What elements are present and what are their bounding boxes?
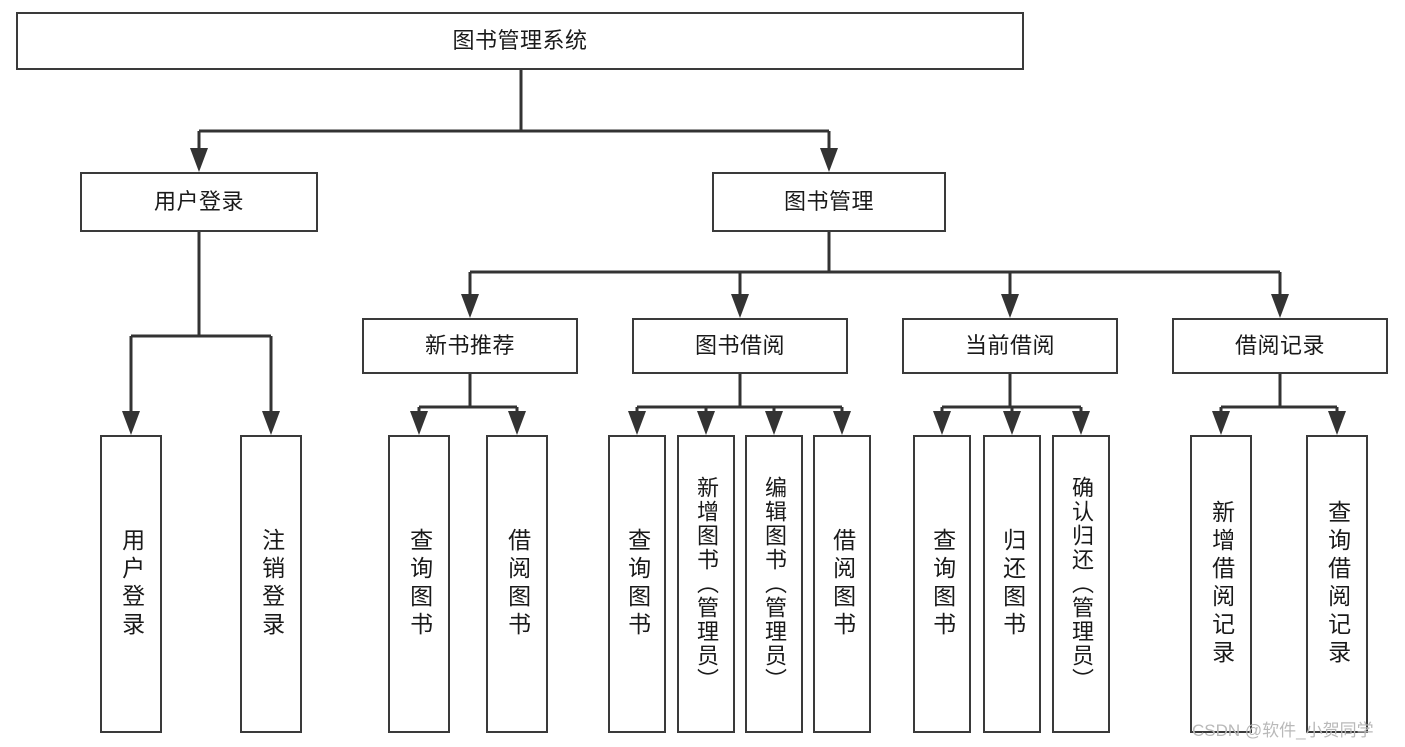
node-label: 新书推荐 [424, 333, 515, 359]
arrowhead-icon [765, 411, 783, 435]
node-leaf-borrow-book-rec[interactable]: 借阅图书 [486, 435, 548, 733]
watermark: CSDN @软件_小贺同学 [1192, 721, 1374, 740]
connector-new-book-bus [410, 374, 526, 435]
node-current-borrow[interactable]: 当前借阅 [902, 318, 1118, 374]
node-leaf-return-book[interactable]: 归还图书 [983, 435, 1041, 733]
node-label: 图书管理 [783, 189, 874, 215]
connector-root-bus [190, 70, 838, 172]
node-label: 查询图书 [624, 528, 651, 640]
arrowhead-icon [410, 411, 428, 435]
node-leaf-borrow-book[interactable]: 借阅图书 [813, 435, 871, 733]
node-new-book-recommend[interactable]: 新书推荐 [362, 318, 578, 374]
node-leaf-add-book[interactable]: 新增图书（管理员） [677, 435, 735, 733]
connector-book-borrow-bus [628, 374, 851, 435]
arrowhead-icon [1328, 411, 1346, 435]
arrowhead-icon [833, 411, 851, 435]
node-leaf-add-record[interactable]: 新增借阅记录 [1190, 435, 1252, 733]
arrowhead-icon [508, 411, 526, 435]
node-label: 归还图书 [999, 528, 1026, 640]
connector-current-borrow-bus [933, 374, 1090, 435]
node-label: 编辑图书（管理员） [761, 476, 787, 692]
node-user-login[interactable]: 用户登录 [80, 172, 318, 232]
node-leaf-user-logout[interactable]: 注销登录 [240, 435, 302, 733]
arrowhead-icon [697, 411, 715, 435]
node-label: 新增借阅记录 [1208, 500, 1235, 668]
node-label: 借阅图书 [829, 528, 856, 640]
arrowhead-icon [461, 294, 479, 318]
arrowhead-icon [122, 411, 140, 435]
arrowhead-icon [1072, 411, 1090, 435]
node-label: 图书管理系统 [452, 28, 588, 54]
arrowhead-icon [731, 294, 749, 318]
node-borrow-record[interactable]: 借阅记录 [1172, 318, 1388, 374]
node-label: 查询图书 [929, 528, 956, 640]
node-label: 用户登录 [153, 189, 244, 215]
connector-book-manage-bus [461, 232, 1289, 318]
arrowhead-icon [1001, 294, 1019, 318]
node-book-manage[interactable]: 图书管理 [712, 172, 946, 232]
connector-borrow-record-bus [1212, 374, 1346, 435]
arrowhead-icon [262, 411, 280, 435]
node-leaf-query-book-cur[interactable]: 查询图书 [913, 435, 971, 733]
node-book-borrow[interactable]: 图书借阅 [632, 318, 848, 374]
node-leaf-query-record[interactable]: 查询借阅记录 [1306, 435, 1368, 733]
node-leaf-confirm-return[interactable]: 确认归还（管理员） [1052, 435, 1110, 733]
arrowhead-icon [820, 148, 838, 172]
node-label: 借阅记录 [1234, 333, 1325, 359]
node-leaf-user-login[interactable]: 用户登录 [100, 435, 162, 733]
node-label: 注销登录 [258, 528, 285, 640]
arrowhead-icon [1003, 411, 1021, 435]
node-label: 图书借阅 [694, 333, 785, 359]
node-label: 新增图书（管理员） [693, 476, 719, 692]
connector-user-login-bus [122, 232, 280, 435]
node-label: 确认归还（管理员） [1068, 476, 1094, 692]
arrowhead-icon [1212, 411, 1230, 435]
node-leaf-query-book-borrow[interactable]: 查询图书 [608, 435, 666, 733]
arrowhead-icon [628, 411, 646, 435]
arrowhead-icon [190, 148, 208, 172]
node-label: 当前借阅 [964, 333, 1055, 359]
node-label: 用户登录 [118, 528, 145, 640]
node-leaf-query-book-rec[interactable]: 查询图书 [388, 435, 450, 733]
node-root[interactable]: 图书管理系统 [16, 12, 1024, 70]
node-label: 借阅图书 [504, 528, 531, 640]
arrowhead-icon [1271, 294, 1289, 318]
node-leaf-edit-book[interactable]: 编辑图书（管理员） [745, 435, 803, 733]
arrowhead-icon [933, 411, 951, 435]
node-label: 查询图书 [406, 528, 433, 640]
node-label: 查询借阅记录 [1324, 500, 1351, 668]
